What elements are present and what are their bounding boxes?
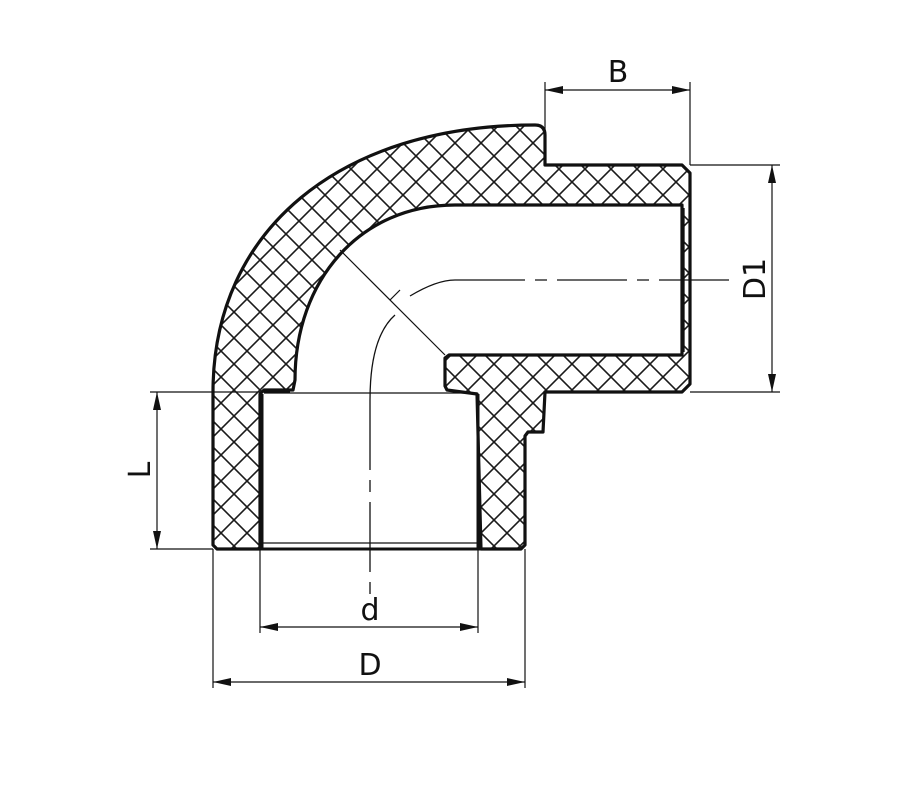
dim-d1-arrow-top xyxy=(768,165,776,183)
dimension-l: L xyxy=(123,391,290,550)
dimension-d-outer: D xyxy=(212,549,526,688)
dimension-d-inner: d xyxy=(259,549,479,633)
dimension-d1: D1 xyxy=(690,164,780,393)
dim-l-arrow-bottom xyxy=(153,531,161,549)
centerline-arc xyxy=(409,279,456,297)
dim-b-arrow-left xyxy=(545,86,563,94)
dim-d-arrow-left xyxy=(260,623,278,631)
dim-l-arrow-top xyxy=(153,392,161,410)
dim-b-label: B xyxy=(608,55,629,90)
dim-l-label: L xyxy=(123,461,158,478)
dim-d-arrow-right xyxy=(460,623,478,631)
body-section xyxy=(211,123,692,551)
bend-diagonal-line xyxy=(339,249,446,356)
dim-D-arrow-left xyxy=(213,678,231,686)
fitting-body xyxy=(211,123,692,551)
centerlines xyxy=(339,249,730,595)
dim-d1-label: D1 xyxy=(738,258,773,300)
dim-d1-arrow-bottom xyxy=(768,374,776,392)
dim-d-label: d xyxy=(360,593,379,628)
dimension-b: B xyxy=(544,55,691,165)
dim-b-arrow-right xyxy=(672,86,690,94)
centerline-tick xyxy=(389,289,401,301)
dim-D-arrow-right xyxy=(507,678,525,686)
dim-D-label: D xyxy=(358,648,381,683)
centerline-arc-lower xyxy=(369,314,396,401)
